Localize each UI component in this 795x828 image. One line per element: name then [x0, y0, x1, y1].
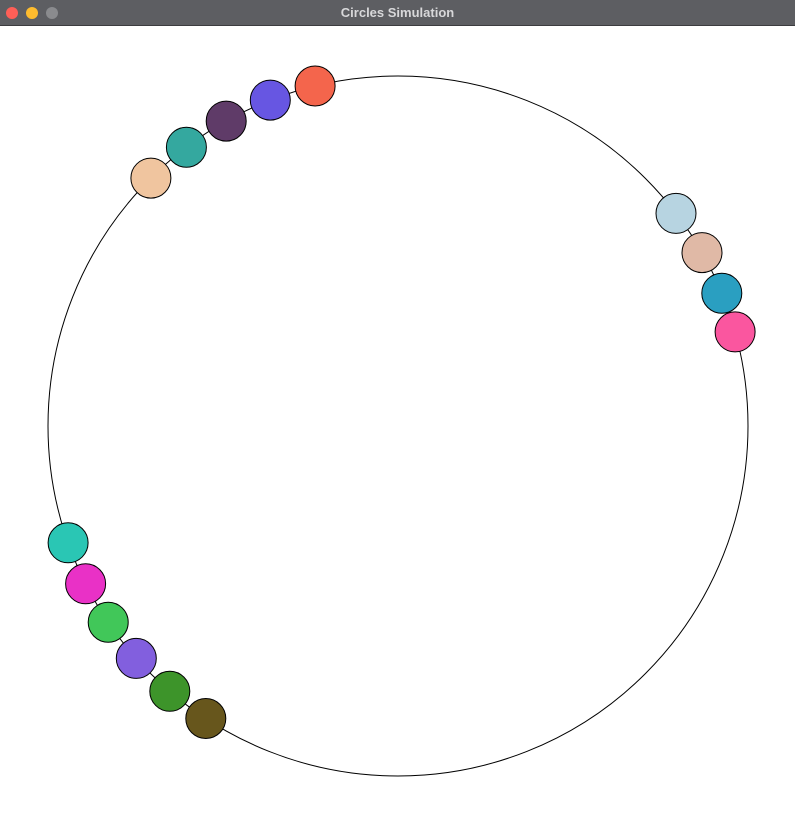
ball-15	[185, 698, 227, 739]
ball-10	[47, 522, 89, 564]
ball-11	[65, 563, 107, 605]
ball-3	[205, 100, 247, 142]
ball-7	[681, 232, 723, 274]
ball-2	[249, 79, 291, 121]
ball-14	[149, 670, 191, 712]
ball-1	[294, 65, 336, 107]
balls-group	[47, 65, 756, 739]
close-button[interactable]	[6, 7, 18, 19]
ball-5	[130, 157, 172, 199]
boundary-ring	[47, 75, 749, 777]
title-bar[interactable]: Circles Simulation	[0, 0, 795, 26]
window-title: Circles Simulation	[340, 5, 455, 20]
ball-9	[714, 311, 756, 353]
ball-6	[655, 192, 697, 234]
simulation-canvas[interactable]	[0, 26, 795, 828]
ball-13	[115, 637, 157, 679]
ball-8	[701, 272, 743, 314]
ball-4	[165, 126, 207, 168]
ball-12	[87, 601, 129, 643]
zoom-button[interactable]	[46, 7, 58, 19]
minimize-button[interactable]	[26, 7, 38, 19]
simulation-drawing	[47, 65, 756, 777]
